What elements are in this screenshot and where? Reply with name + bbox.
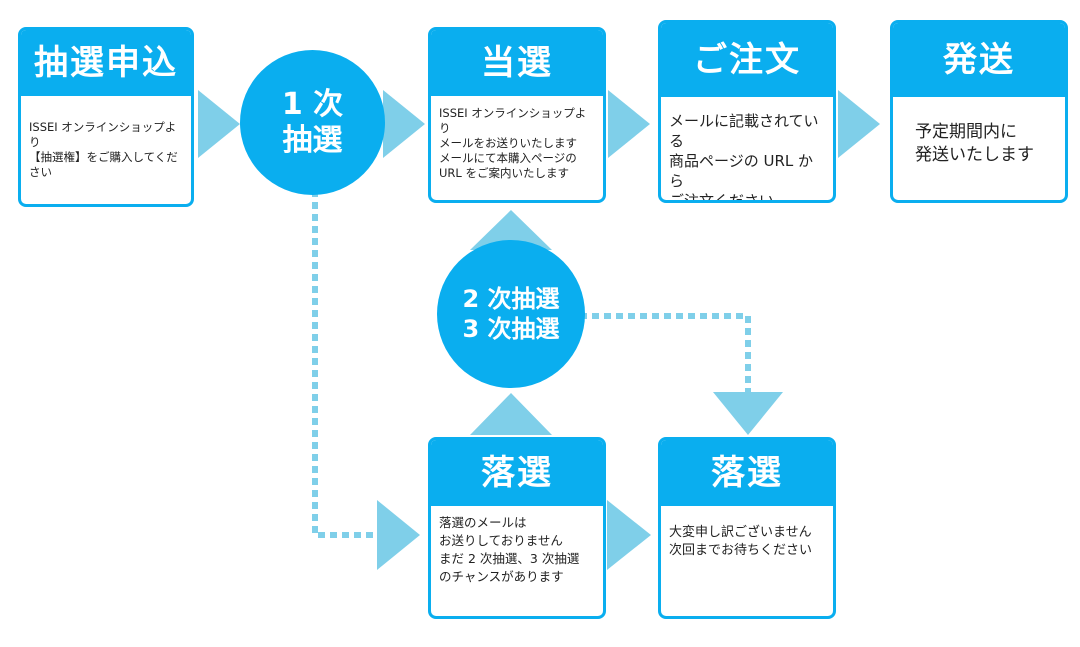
step-order: ご注文 メールに記載されている 商品ページの URL から ご注文ください: [658, 20, 836, 203]
step-lose2-title: 落選: [661, 440, 833, 506]
step-win-title: 当選: [431, 30, 603, 96]
second-draw-circle: 2 次抽選 3 次抽選: [437, 240, 585, 388]
arrow-first-to-win: [383, 90, 425, 158]
step-win-desc: ISSEI オンラインショップより メールをお送りいたします メールにて本購入ペ…: [439, 106, 587, 180]
step-lose1: 落選 落選のメールは お送りしておりません まだ 2 次抽選、3 次抽選 のチャ…: [428, 437, 606, 619]
arrow-apply-to-first: [198, 90, 240, 158]
step-lose2-desc: 大変申し訳ございません 次回までお待ちください: [669, 525, 813, 558]
step-lose1-title: 落選: [431, 440, 603, 506]
step-apply-desc: ISSEI オンラインショップより 【抽選権】をご購入してください: [29, 120, 178, 179]
step-ship-desc: 予定期間内に 発送いたします: [915, 122, 1034, 165]
first-draw-circle: 1 次 抽選: [240, 50, 385, 195]
step-order-desc: メールに記載されている 商品ページの URL から ご注文ください: [669, 112, 819, 203]
arrow-second-to-win: [470, 210, 552, 250]
arrow-order-to-ship: [838, 90, 880, 158]
step-ship-title: 発送: [893, 23, 1065, 97]
second-draw-label: 2 次抽選 3 次抽選: [462, 285, 560, 343]
step-lose1-desc: 落選のメールは お送りしておりません まだ 2 次抽選、3 次抽選 のチャンスが…: [439, 515, 580, 584]
step-apply-title: 抽選申込: [21, 30, 191, 96]
arrow-lose-to-second: [470, 393, 552, 435]
arrow-into-lose1: [377, 500, 420, 570]
first-draw-label: 1 次 抽選: [281, 86, 344, 158]
step-win: 当選 ISSEI オンラインショップより メールをお送りいたします メールにて本…: [428, 27, 606, 203]
arrow-win-to-order: [608, 90, 650, 158]
step-apply: 抽選申込 ISSEI オンラインショップより 【抽選権】をご購入してください: [18, 27, 194, 207]
step-lose2: 落選 大変申し訳ございません 次回までお待ちください: [658, 437, 836, 619]
step-ship: 発送 予定期間内に 発送いたします: [890, 20, 1068, 203]
dotted-line-second-to-lose2: [580, 313, 751, 392]
step-order-title: ご注文: [661, 23, 833, 97]
arrow-down-to-lose2: [713, 392, 783, 435]
arrow-lose1-to-lose2: [607, 500, 651, 570]
dotted-line-first-to-lose: [312, 190, 385, 538]
